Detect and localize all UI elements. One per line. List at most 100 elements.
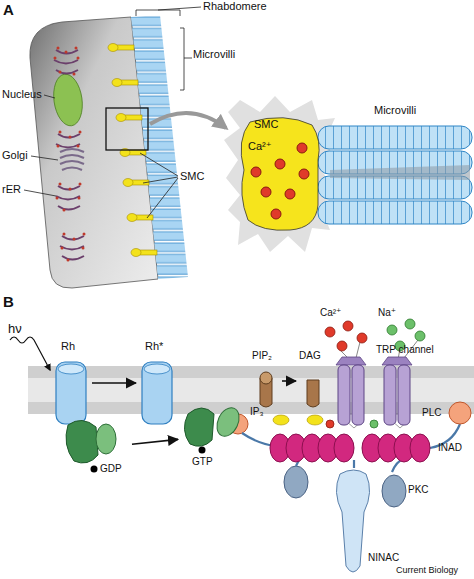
drawing-part	[299, 169, 309, 179]
node-label: TRP channel	[376, 344, 434, 356]
ion-name: Ca²⁺	[320, 307, 341, 319]
drawing-part	[77, 57, 80, 60]
drawing-part	[73, 238, 76, 241]
drawing-part	[336, 357, 366, 365]
reaction-arrow	[132, 439, 178, 444]
drawing-part	[199, 447, 206, 454]
lipid: DAG	[296, 350, 330, 412]
drawing-part	[387, 325, 397, 335]
inset-box	[106, 108, 148, 150]
drawing-part	[241, 118, 319, 231]
drawing-part	[58, 364, 84, 374]
node-label: GTP	[192, 456, 213, 468]
drawing-part	[108, 44, 118, 52]
part-name: Nucleus	[2, 88, 42, 101]
drawing-part	[384, 365, 396, 425]
drawing-part	[77, 145, 80, 148]
ion-name: Na⁺	[378, 307, 396, 319]
drawing-part	[91, 466, 98, 473]
drawing-part	[78, 197, 81, 200]
node-label: PLC	[422, 407, 441, 419]
drawing-part	[127, 214, 137, 222]
node-label: GDP	[100, 463, 122, 475]
drawing-part	[60, 149, 84, 152]
drawing-part	[382, 357, 412, 365]
node-shape	[136, 340, 180, 426]
drawing-part	[24, 190, 56, 196]
drawing-part	[410, 434, 430, 462]
node-label: SMC	[254, 118, 278, 131]
drawing-part	[352, 365, 364, 425]
drawing-part	[405, 319, 415, 329]
drawing-part	[297, 143, 307, 153]
drawing-part	[142, 362, 172, 424]
drawing-part	[271, 209, 281, 219]
inset-microvilli	[318, 126, 472, 224]
drawing-part	[398, 365, 410, 425]
reaction-arrow	[282, 380, 296, 382]
drawing-part	[54, 50, 78, 74]
drawing-part	[56, 186, 80, 210]
drawing-part	[79, 131, 82, 134]
drawing-part	[83, 233, 86, 236]
drawing-part	[144, 364, 170, 374]
drawing-part	[260, 372, 272, 384]
drawing-part	[63, 233, 66, 236]
drawing-part	[131, 249, 141, 257]
drawing-part	[251, 167, 261, 177]
node-shape	[50, 340, 92, 426]
drawing-part	[67, 259, 70, 262]
inset-background	[224, 96, 335, 252]
lipid: PIP₂	[250, 350, 282, 412]
rer-group	[54, 50, 84, 260]
metarhodopsin: Rh*	[136, 340, 180, 426]
drawing-part	[82, 247, 85, 250]
drawing-part	[285, 189, 295, 199]
part-name: SMC	[180, 170, 204, 183]
drawing-part	[69, 188, 72, 191]
drawing-part	[96, 424, 116, 454]
zoom-arrow	[150, 113, 226, 128]
drawing-part	[66, 420, 98, 463]
drawing-part	[56, 197, 59, 200]
drawing-part	[415, 331, 425, 341]
drawing-part	[382, 475, 406, 507]
drawing-part	[318, 126, 472, 149]
drawing-part	[136, 7, 201, 16]
drawing-part	[56, 362, 86, 424]
ion-channel: TRP channel	[332, 343, 424, 433]
drawing-part	[275, 159, 285, 169]
node-label: INAD	[438, 442, 462, 454]
drawing-part	[337, 341, 347, 351]
molecule-name: IP₃	[250, 406, 264, 418]
drawing-part	[60, 155, 84, 158]
node-label: Ca²⁺	[248, 140, 272, 153]
drawing-part	[57, 47, 60, 50]
drawing-part	[343, 321, 353, 331]
node-label: PIP₂	[252, 350, 272, 362]
drawing-part	[116, 114, 126, 122]
drawing-part	[54, 57, 57, 60]
drawing-part	[60, 236, 84, 260]
journal-watermark: Current Biology	[396, 565, 458, 575]
drawing-part	[59, 131, 62, 134]
g-protein: GDP	[60, 415, 132, 481]
part-name: Rhabdomere	[203, 0, 267, 13]
node-shape	[236, 112, 326, 234]
panel-letter: A	[3, 1, 14, 18]
reaction-arrow	[92, 382, 136, 384]
drawing-part	[79, 183, 82, 186]
drawing-part	[261, 187, 271, 197]
drawing-part	[60, 161, 84, 164]
microvilli-stack	[131, 15, 188, 279]
g-protein: GTP	[178, 400, 244, 472]
drawing-part	[59, 183, 62, 186]
scaffold-protein: INAD	[262, 430, 474, 466]
calcium-ions	[325, 321, 367, 428]
ip3-blob	[307, 415, 323, 425]
drawing-part	[338, 365, 350, 425]
drawing-part	[75, 47, 78, 50]
node-shape	[332, 343, 424, 433]
node-label: DAG	[299, 350, 321, 362]
